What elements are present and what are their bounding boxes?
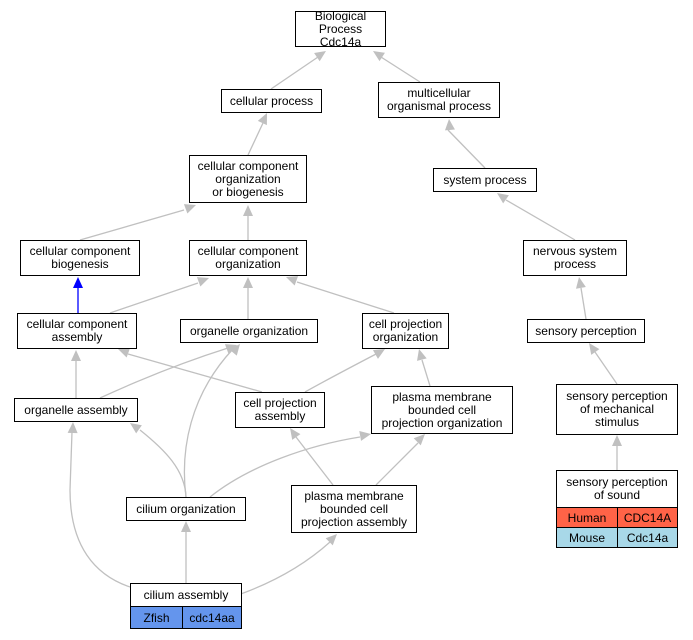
arrowhead-ccob-to-cp [257,113,267,126]
edge-nsp-to-sp [505,199,576,241]
edge-cpo-to-cco [296,281,395,314]
edge-co-to-oo [183,348,234,498]
arrowhead-cco-to-ccob [243,205,253,216]
arrowhead-cca-to-cco [196,277,209,287]
arrowhead-co-to-pmbcpo [359,430,371,441]
arrowhead-ca-to-pmbcpa [325,534,337,546]
arrowhead-nsp-to-sp [497,193,509,204]
edge-sp-to-mop [447,129,486,169]
edge-cpa-to-cca [127,353,263,393]
human-gene-cell: CDC14A [617,507,678,528]
mouse-gene-cell: Cdc14a [617,527,678,548]
arrowhead-co-to-oa [130,423,142,434]
node-plasma-membrane-bounded-cell-projection-organization[interactable]: plasma membrane bounded cell projection … [371,386,513,434]
node-organelle-assembly[interactable]: organelle assembly [14,398,138,422]
node-cellular-component-organization-or-biogenesis[interactable]: cellular component organization or bioge… [189,155,307,203]
node-system-process[interactable]: system process [433,168,537,192]
node-cilium-assembly[interactable]: cilium assembly [130,583,242,607]
edge-pmbcpa-to-pmbcpo [375,442,419,486]
arrowhead-cpa-to-cpo [372,349,385,359]
edge-cca-to-cco [109,282,199,314]
arrowhead-cca-to-ccb [73,277,83,288]
node-sensory-perception[interactable]: sensory perception [527,319,645,343]
edge-oa-to-oo [99,347,229,399]
node-cellular-component-organization[interactable]: cellular component organization [189,240,307,276]
edge-pmbcpa-to-cpa [295,436,334,486]
edge-spms-to-sens [594,351,618,385]
edge-mop-to-bp [380,56,421,83]
arrowhead-oa-to-cca [71,350,81,361]
arrowhead-mop-to-bp [373,51,385,62]
arrowhead-ca-to-oa [67,422,78,434]
edge-ccb-to-ccob [79,209,185,241]
edge-co-to-oa [139,429,187,498]
node-sensory-perception-of-sound[interactable]: sensory perception of sound [556,470,678,508]
arrowhead-co-to-oo [229,344,240,356]
arrowhead-spms-to-sens [589,343,600,355]
edge-ca-to-pmbcpa [237,541,331,596]
arrowhead-pmbcpo-to-cpo [417,349,427,361]
node-cell-projection-organization[interactable]: cell projection organization [362,313,449,349]
node-cellular-component-assembly[interactable]: cellular component assembly [17,313,137,349]
edge-co-to-pmbcpo [209,436,361,498]
node-cilium-organization[interactable]: cilium organization [126,497,246,521]
zfish-species-cell: Zfish [130,606,183,629]
node-biological-process[interactable]: Biological Process Cdc14a [295,9,386,48]
arrowhead-pmbcpa-to-cpa [290,428,301,440]
edge-ca-to-oa [69,431,146,592]
edge-cp-to-bp [270,56,319,90]
node-cellular-component-biogenesis[interactable]: cellular component biogenesis [20,240,140,276]
arrowhead-sp-to-mop [444,119,455,131]
arrowhead-ca-to-co [181,521,191,532]
node-cell-projection-assembly[interactable]: cell projection assembly [235,392,325,428]
human-species-cell: Human [556,507,618,528]
node-organelle-organization[interactable]: organelle organization [180,319,318,343]
arrowhead-cp-to-bp [314,51,326,62]
edge-ccob-to-cp [247,122,264,156]
arrowhead-cpa-to-cca [118,348,131,358]
node-cellular-process[interactable]: cellular process [221,89,322,113]
edge-cpa-to-cpo [304,352,379,393]
arrowhead-oo-to-cco [243,277,253,288]
arrowhead-sps-to-spms [612,435,622,446]
node-sensory-perception-of-mechanical-stimulus[interactable]: sensory perception of mechanical stimulu… [556,384,678,435]
mouse-species-cell: Mouse [556,527,618,548]
arrowhead-sens-to-nsp [575,277,586,289]
arrowhead-pmbcpa-to-pmbcpo [413,434,425,446]
arrowhead-cpo-to-cco [286,276,299,286]
edge-pmbcpo-to-cpo [421,359,431,387]
node-multicellular-organismal-process[interactable]: multicellular organismal process [378,82,500,118]
node-nervous-system-process[interactable]: nervous system process [523,240,627,276]
zfish-gene-cell: cdc14aa [182,606,242,629]
node-plasma-membrane-bounded-cell-projection-assembly[interactable]: plasma membrane bounded cell projection … [291,485,417,533]
arrowhead-ccb-to-ccob [183,204,196,214]
edge-sens-to-nsp [580,287,587,320]
edges [67,51,622,596]
